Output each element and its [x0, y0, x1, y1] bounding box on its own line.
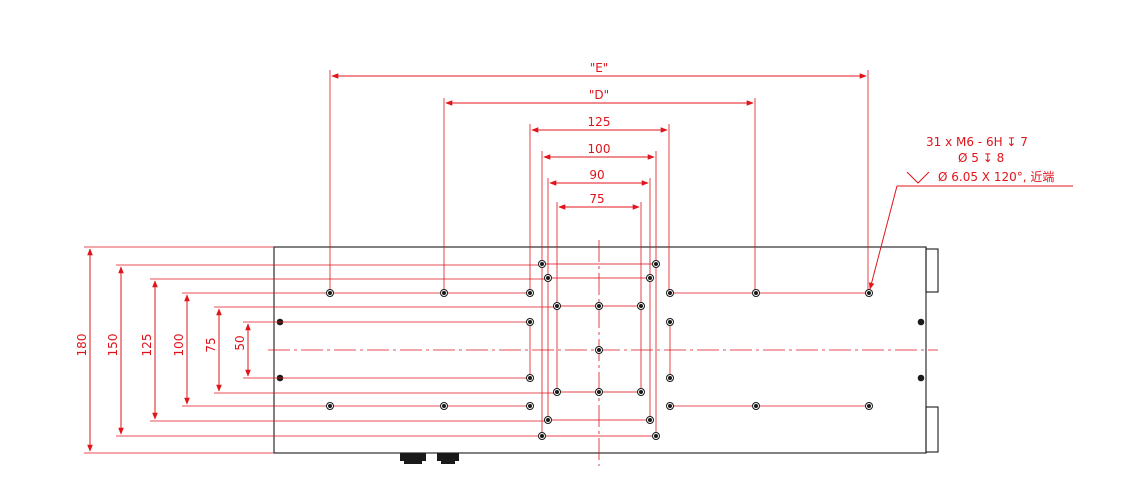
hole: [865, 289, 873, 297]
part-outline: [273, 246, 939, 464]
hole-callout: 31 x M6 - 6H ↧ 7 Ø 5 ↧ 8 Ø 6.05 X 120°, …: [868, 135, 1073, 290]
vertical-extension-lines: [84, 246, 555, 454]
hole: [440, 289, 448, 297]
hole: [637, 388, 645, 396]
dim-label-50-v: 50: [233, 335, 247, 350]
hole: [666, 289, 674, 297]
hole-guide-lines: [280, 263, 870, 437]
vertical-dimension-labels: 180 150 125 100 75 50: [75, 334, 247, 357]
hole: [538, 260, 546, 268]
dim-label-180-v: 180: [75, 334, 89, 357]
hole: [646, 274, 654, 282]
hole: [544, 274, 552, 282]
right-tab-bottom: [925, 406, 939, 453]
dim-label-e: "E": [590, 61, 609, 75]
hole: [440, 402, 448, 410]
dim-label-100-v: 100: [172, 334, 186, 357]
horizontal-dimension-labels: "E" "D" 125 100 90 75: [588, 61, 611, 206]
hole: [652, 260, 660, 268]
hole: [637, 302, 645, 310]
bottom-connector-right: [437, 453, 459, 464]
bottom-connector-left: [400, 453, 426, 464]
dim-label-75-v: 75: [204, 337, 218, 352]
right-edge-holes: [917, 318, 925, 382]
hole: [752, 402, 760, 410]
dim-label-90-h: 90: [589, 168, 604, 182]
hole: [865, 402, 873, 410]
hole: [526, 402, 534, 410]
callout-line-1: 31 x M6 - 6H ↧ 7: [926, 135, 1028, 149]
dim-label-d: "D": [589, 88, 609, 102]
callout-line-2: Ø 5 ↧ 8: [958, 151, 1004, 165]
vertical-dimension-lines: [87, 248, 251, 452]
hole: [666, 374, 674, 382]
hole: [666, 402, 674, 410]
hole: [326, 289, 334, 297]
hole: [538, 432, 546, 440]
dim-label-125-h: 125: [588, 115, 611, 129]
hole: [553, 302, 561, 310]
mounting-holes: [326, 260, 873, 440]
hole: [595, 346, 603, 354]
hole: [553, 388, 561, 396]
hole: [544, 416, 552, 424]
hole: [526, 318, 534, 326]
hole: [652, 432, 660, 440]
callout-leader: [868, 185, 898, 290]
horizontal-dimension-lines: [331, 73, 867, 210]
hole: [526, 374, 534, 382]
right-tab-top: [925, 248, 939, 293]
hole: [595, 302, 603, 310]
hole: [595, 388, 603, 396]
dim-label-125-v: 125: [140, 334, 154, 357]
countersink-symbol: [906, 171, 930, 184]
dim-label-150-v: 150: [106, 334, 120, 357]
hole: [646, 416, 654, 424]
dim-label-100-h: 100: [588, 142, 611, 156]
callout-line-3: Ø 6.05 X 120°, 近端: [938, 170, 1054, 184]
horizontal-extension-lines: [329, 70, 869, 308]
dim-label-75-h: 75: [589, 192, 604, 206]
center-lines: [268, 240, 938, 466]
hole: [666, 318, 674, 326]
hole: [752, 289, 760, 297]
hole: [526, 289, 534, 297]
hole: [326, 402, 334, 410]
